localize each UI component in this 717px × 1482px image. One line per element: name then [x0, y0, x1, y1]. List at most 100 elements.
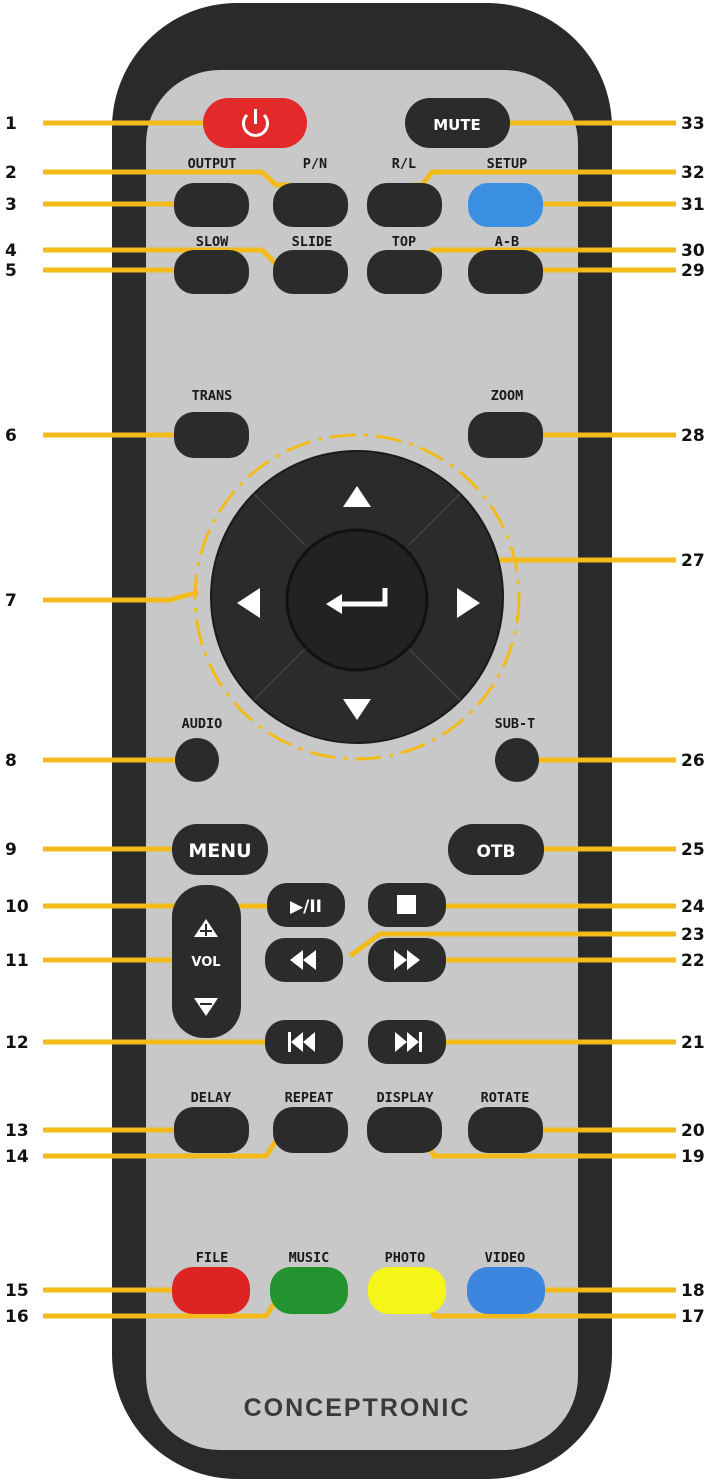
delay-label: DELAY: [191, 1090, 233, 1106]
photo-button[interactable]: [368, 1267, 446, 1314]
output-button[interactable]: [174, 183, 249, 227]
audio-label: AUDIO: [182, 716, 223, 732]
callout-16: 16: [5, 1307, 29, 1327]
callout-23: 23: [681, 925, 705, 945]
music-button[interactable]: [270, 1267, 348, 1314]
callout-30: 30: [681, 241, 705, 261]
power-button[interactable]: [203, 98, 307, 148]
mute-button[interactable]: MUTE: [405, 98, 510, 148]
stop-button[interactable]: [368, 883, 446, 927]
skip-next-icon: [395, 1032, 422, 1052]
repeat-label: REPEAT: [285, 1090, 334, 1106]
power-icon: [242, 109, 269, 137]
rotate-button[interactable]: [468, 1107, 543, 1153]
callout-3: 3: [5, 195, 17, 215]
callout-6: 6: [5, 426, 17, 446]
callout-2: 2: [5, 163, 17, 183]
callout-14: 14: [5, 1147, 29, 1167]
previous-button[interactable]: [265, 1020, 343, 1064]
brand-logo: CONCEPTRONIC: [244, 1394, 471, 1422]
next-button[interactable]: [368, 1020, 446, 1064]
callout-29: 29: [681, 261, 705, 281]
rewind-icon: [290, 950, 316, 970]
right-arrow-button[interactable]: [457, 588, 480, 618]
callout-1: 1: [5, 114, 17, 134]
callout-8: 8: [5, 751, 17, 771]
callout-22: 22: [681, 951, 705, 971]
subt-button[interactable]: [495, 738, 539, 782]
callout-25: 25: [681, 840, 705, 860]
callout-5: 5: [5, 261, 17, 281]
otb-button[interactable]: OTB: [448, 824, 544, 875]
setup-button[interactable]: [468, 183, 543, 227]
photo-label: PHOTO: [385, 1250, 426, 1266]
delay-button[interactable]: [174, 1107, 249, 1153]
zoom-button[interactable]: [468, 412, 543, 458]
callout-13: 13: [5, 1121, 29, 1141]
setup-label: SETUP: [487, 156, 528, 172]
rewind-button[interactable]: [265, 938, 343, 982]
otb-label: OTB: [476, 842, 515, 862]
music-label: MUSIC: [289, 1250, 330, 1266]
video-label: VIDEO: [485, 1250, 526, 1266]
down-arrow-button[interactable]: [343, 699, 371, 720]
stop-icon: [397, 895, 416, 914]
repeat-button[interactable]: [273, 1107, 348, 1153]
display-label: DISPLAY: [377, 1090, 435, 1106]
volume-down-button[interactable]: [194, 998, 218, 1016]
slow-button[interactable]: [174, 250, 249, 294]
callout-32: 32: [681, 163, 705, 183]
callout-21: 21: [681, 1033, 705, 1053]
volume-label: VOL: [191, 955, 220, 970]
play-pause-label: ▶/II: [290, 897, 322, 917]
file-label: FILE: [196, 1250, 229, 1266]
subt-label: SUB-T: [495, 716, 536, 732]
left-arrow-button[interactable]: [237, 588, 260, 618]
ab-button[interactable]: [468, 250, 543, 294]
pn-button[interactable]: [273, 183, 348, 227]
callout-17: 17: [681, 1307, 705, 1327]
fast-forward-button[interactable]: [368, 938, 446, 982]
skip-previous-icon: [288, 1032, 315, 1052]
callout-15: 15: [5, 1281, 29, 1301]
volume-up-button[interactable]: [194, 919, 218, 937]
play-pause-button[interactable]: ▶/II: [267, 883, 345, 927]
trans-label: TRANS: [192, 388, 233, 404]
mute-label: MUTE: [433, 116, 481, 134]
callout-28: 28: [681, 426, 705, 446]
ab-label: A-B: [495, 234, 519, 250]
output-label: OUTPUT: [188, 156, 237, 172]
top-label: TOP: [392, 234, 416, 250]
file-button[interactable]: [172, 1267, 250, 1314]
video-button[interactable]: [467, 1267, 545, 1314]
rl-button[interactable]: [367, 183, 442, 227]
zoom-label: ZOOM: [491, 388, 524, 404]
menu-label: MENU: [188, 840, 251, 862]
callout-11: 11: [5, 951, 29, 971]
callout-4: 4: [5, 241, 17, 261]
callout-24: 24: [681, 897, 705, 917]
callout-18: 18: [681, 1281, 705, 1301]
callout-9: 9: [5, 840, 17, 860]
callout-31: 31: [681, 195, 705, 215]
up-arrow-button[interactable]: [343, 486, 371, 507]
display-button[interactable]: [367, 1107, 442, 1153]
fast-forward-icon: [394, 950, 420, 970]
callout-19: 19: [681, 1147, 705, 1167]
callout-12: 12: [5, 1033, 29, 1053]
audio-button[interactable]: [175, 738, 219, 782]
callout-10: 10: [5, 897, 29, 917]
enter-button[interactable]: [285, 528, 429, 672]
dpad-highlight-ring: [193, 433, 521, 761]
slide-label: SLIDE: [292, 234, 333, 250]
callout-7: 7: [5, 591, 17, 611]
slow-label: SLOW: [196, 234, 229, 250]
trans-button[interactable]: [174, 412, 249, 458]
callout-numbers: 1 2 3 4 5 6 7 8 9 10 11 12 13 14 15 16 1…: [5, 114, 705, 1327]
volume-rocker: [172, 885, 241, 1038]
top-button[interactable]: [367, 250, 442, 294]
slide-button[interactable]: [273, 250, 348, 294]
callout-26: 26: [681, 751, 705, 771]
menu-button[interactable]: MENU: [172, 824, 268, 875]
